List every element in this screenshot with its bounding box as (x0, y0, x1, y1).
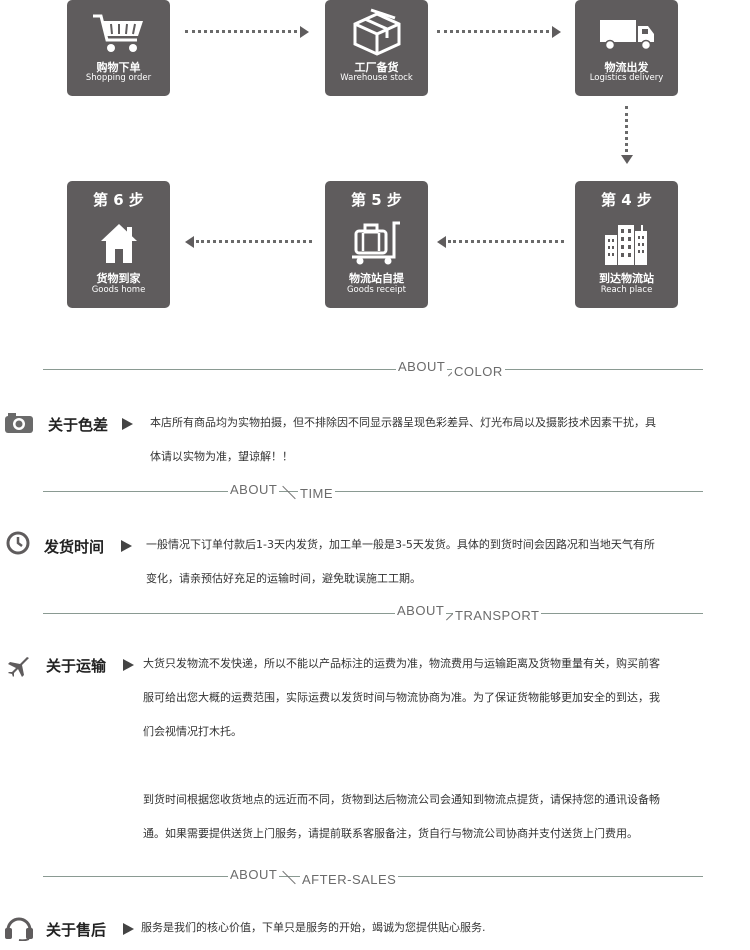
text-line: 大货只发物流不发快递，所以不能以产品标注的运费为准，物流费用与运输距离及货物重量… (143, 657, 660, 670)
camera-icon (4, 412, 34, 438)
step-label: 到达物流站 (599, 272, 654, 285)
section-text: 大货只发物流不发快递，所以不能以产品标注的运费为准，物流费用与运输距离及货物重量… (143, 647, 728, 749)
text-line: 通。如果需要提供送货上门服务，请提前联系客服备注，货自行与物流公司协商并支付送货… (143, 827, 638, 840)
step-sublabel: Goods home (91, 285, 146, 295)
section-text: 服务是我们的核心价值，下单只是服务的开始，竭诚为您提供贴心服务. (141, 911, 726, 945)
step-logistics-delivery: 物流出发 Logistics delivery (575, 0, 678, 96)
flow-arrow-right (300, 26, 309, 38)
section-divider (43, 491, 703, 492)
section-title: 关于售后 (46, 921, 107, 939)
section-title: 关于运输 (46, 657, 107, 675)
text-line: 本店所有商品均为实物拍摄，但不排除因不同显示器呈现色彩差异、灯光布局以及摄影技术… (150, 416, 656, 429)
headset-icon (4, 915, 34, 945)
flow-dots (625, 106, 632, 152)
step-sublabel: Reach place (600, 285, 653, 295)
step-label: 物流站自提 (349, 272, 404, 285)
step-goods-receipt: 第 5 步 物流站自提 Goods receipt (325, 181, 428, 308)
flow-arrow-right (552, 26, 561, 38)
truck-icon (575, 18, 678, 50)
section-text: 本店所有商品均为实物拍摄，但不排除因不同显示器呈现色彩差异、灯光布局以及摄影技术… (150, 406, 720, 474)
section-text: 到货时间根据您收货地点的远近而不同，货物到达后物流公司会通知到物流点提货，请保持… (143, 783, 728, 851)
text-line: 体请以实物为准，望谅解！！ (150, 450, 293, 463)
divider-topic-label: AFTER-SALES (300, 872, 399, 887)
step-label: 物流出发 (604, 61, 649, 74)
step-label: 工厂备货 (354, 61, 399, 74)
step-label: 货物到家 (96, 272, 141, 285)
section-divider (43, 369, 703, 370)
divider-about-label: ABOUT (228, 482, 280, 497)
flow-dots (185, 30, 297, 37)
step-number: 第 6 步 (93, 191, 144, 209)
divider-slash (282, 485, 296, 500)
text-line: 们会视情况打木托。 (143, 725, 242, 738)
divider-about-label: ABOUT (228, 867, 280, 882)
text-line: 服务是我们的核心价值，下单只是服务的开始，竭诚为您提供贴心服务. (141, 921, 486, 934)
divider-about-label: ABOUT (396, 359, 448, 374)
section-title: 关于色差 (48, 416, 109, 434)
text-line: 变化，请亲预估好充足的运输时间，避免耽误施工工期。 (146, 572, 421, 585)
divider-topic-label: TRANSPORT (453, 608, 542, 623)
clock-icon (6, 531, 30, 559)
airplane-icon (6, 654, 30, 682)
section-divider (43, 613, 703, 614)
step-sublabel: Warehouse stock (340, 73, 413, 83)
section-arrow (123, 923, 134, 935)
step-sublabel: Logistics delivery (589, 73, 664, 83)
step-sublabel: Shopping order (85, 73, 152, 83)
text-line: 服可给出您大概的运费范围，实际运费以发货时间与物流协商为准。为了保证货物能够更加… (143, 691, 660, 704)
section-text: 一般情况下订单付款后1-3天内发货，加工单一般是3-5天发货。具体的到货时间会因… (146, 528, 726, 596)
step-label: 购物下单 (96, 61, 141, 74)
divider-slash (282, 870, 296, 885)
divider-topic-label: COLOR (452, 364, 505, 379)
text-line: 一般情况下订单付款后1-3天内发货，加工单一般是3-5天发货。具体的到货时间会因… (146, 538, 655, 551)
section-arrow (121, 540, 132, 552)
step-number: 第 4 步 (601, 191, 652, 209)
divider-about-label: ABOUT (395, 603, 447, 618)
divider-topic-label: TIME (298, 486, 336, 501)
flow-arrow-left (437, 236, 446, 248)
house-icon (67, 221, 170, 265)
buildings-icon (575, 221, 678, 265)
step-shopping-order: 购物下单 Shopping order (67, 0, 170, 96)
section-title: 发货时间 (44, 538, 105, 556)
step-warehouse-stock: 工厂备货 Warehouse stock (325, 0, 428, 96)
step-goods-home: 第 6 步 货物到家 Goods home (67, 181, 170, 308)
step-number: 第 5 步 (351, 191, 402, 209)
flow-dots (437, 30, 549, 37)
flow-dots (196, 240, 312, 247)
text-line: 到货时间根据您收货地点的远近而不同，货物到达后物流公司会通知到物流点提货，请保持… (143, 793, 660, 806)
section-arrow (122, 418, 133, 430)
box-icon (325, 6, 428, 56)
section-arrow (123, 659, 134, 671)
step-sublabel: Goods receipt (346, 285, 407, 295)
flow-arrow-down (621, 155, 633, 164)
flow-arrow-left (185, 236, 194, 248)
step-reach-place: 第 4 步 到达物流站 Reach place (575, 181, 678, 308)
shopping-cart-icon (67, 12, 170, 54)
luggage-cart-icon (325, 219, 428, 265)
flow-dots (448, 240, 564, 247)
